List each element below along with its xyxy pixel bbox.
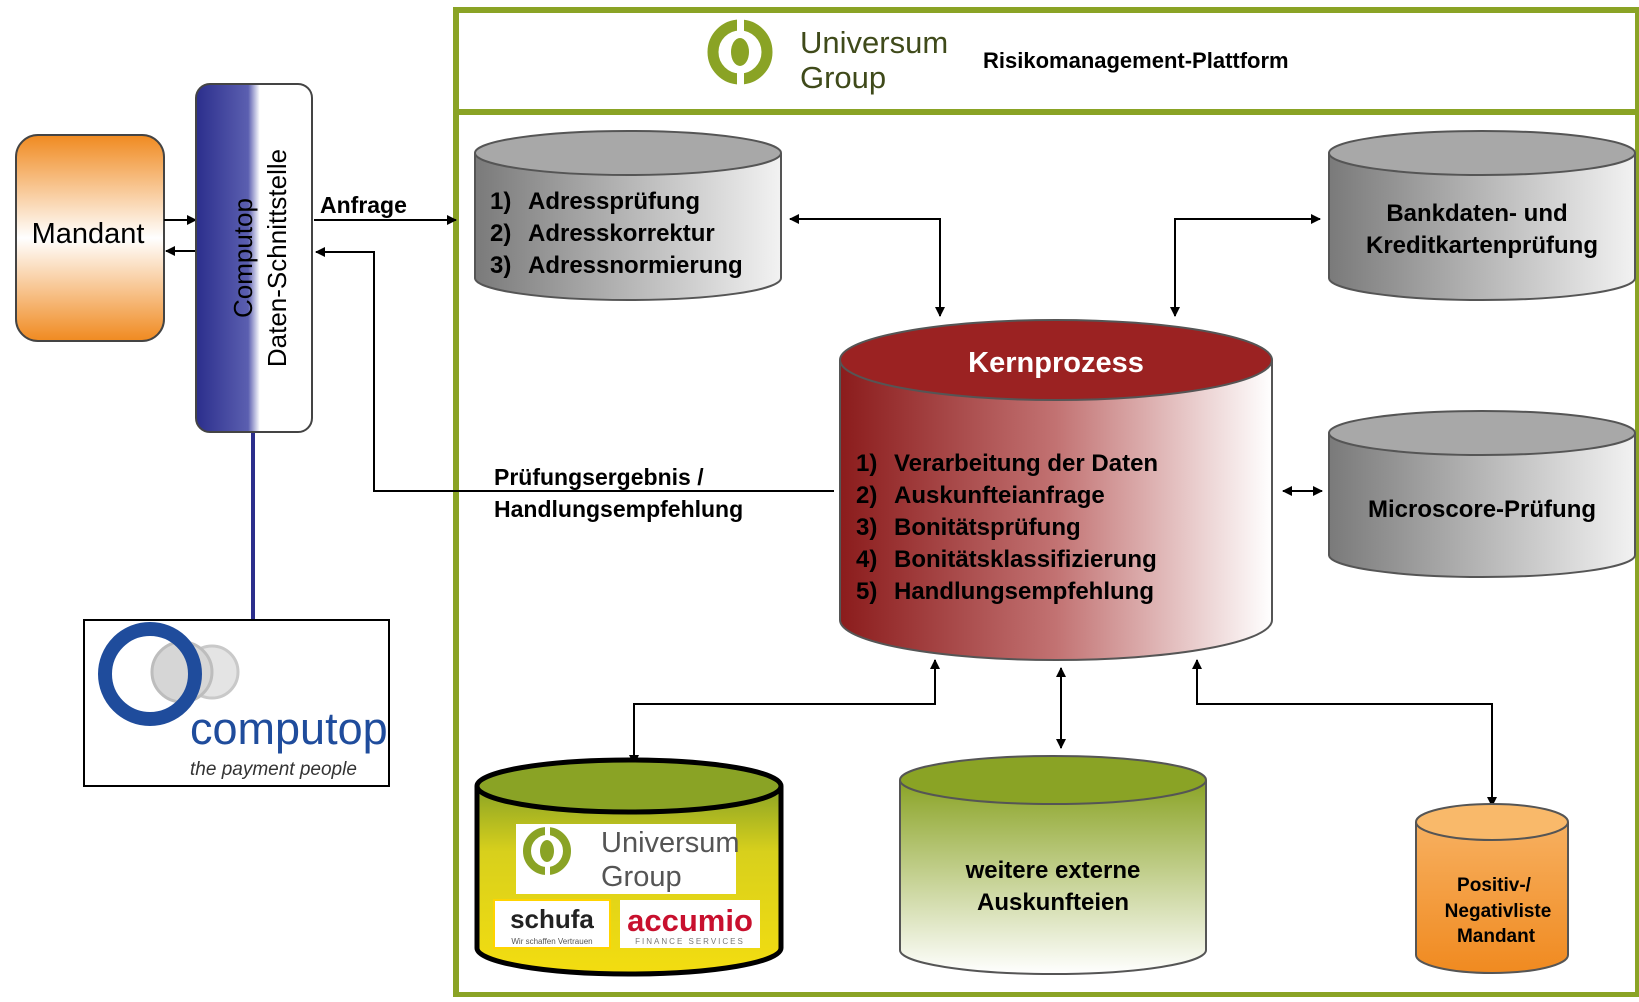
list-label-line2: Negativliste — [1445, 901, 1552, 922]
core-step-3: Bonitätsprüfung — [894, 514, 1081, 541]
schufa-logo-box — [493, 899, 611, 949]
address-item-2-number: 2) — [490, 220, 511, 247]
external-label-line1: weitere externe — [965, 857, 1141, 884]
computop-logo-box — [83, 619, 390, 787]
bank-label-line1: Bankdaten- und — [1386, 200, 1567, 227]
bureau-universum-line2: Group — [601, 861, 682, 893]
microscore-db-cylinder — [1328, 410, 1636, 578]
core-step-2: Auskunfteianfrage — [894, 482, 1105, 509]
address-item-1: Adressprüfung — [528, 188, 700, 215]
list-label-line1: Positiv-/ — [1457, 875, 1532, 896]
bureaus-core-arrow — [629, 659, 940, 765]
core-step-4: Bonitätsklassifizierung — [894, 546, 1157, 573]
core-step-1-number: 1) — [856, 450, 877, 477]
core-title: Kernprozess — [968, 347, 1144, 379]
bureau-universum-line1: Universum — [601, 827, 740, 859]
bank-label-line2: Kreditkartenprüfung — [1366, 232, 1598, 259]
address-item-1-number: 1) — [490, 188, 511, 215]
mandant-label: Mandant — [32, 218, 145, 250]
bank-core-arrow — [1170, 214, 1321, 317]
interface-label-line2: Daten-Schnittstelle — [262, 149, 292, 367]
accumio-tagline: FINANCE SERVICES — [635, 937, 745, 946]
request-label: Anfrage — [320, 192, 407, 218]
list-label-line3: Mandant — [1457, 926, 1536, 947]
accumio-logo-box — [620, 900, 760, 948]
core-step-2-number: 2) — [856, 482, 877, 509]
accumio-wordmark: accumio — [627, 903, 753, 938]
core-step-5-number: 5) — [856, 578, 877, 605]
list-db-cylinder — [1415, 803, 1569, 974]
address-item-3: Adressnormierung — [528, 252, 743, 279]
computop-tagline: the payment people — [190, 759, 357, 780]
interface-label-line1: Computop — [228, 198, 258, 318]
list-core-arrow — [1192, 659, 1497, 807]
result-arrow — [315, 247, 834, 492]
core-step-4-number: 4) — [856, 546, 877, 573]
platform-frame — [453, 7, 1639, 998]
core-step-1: Verarbeitung der Daten — [894, 450, 1158, 477]
schufa-tagline: Wir schaffen Vertrauen — [511, 937, 592, 946]
core-steps: 1) Verarbeitung der Daten 2) Auskunfteia… — [856, 450, 1158, 605]
bureau-universum-icon — [523, 826, 571, 878]
universum-logo-icon — [707, 18, 773, 88]
address-item-2: Adresskorrektur — [528, 220, 715, 247]
core-step-5: Handlungsempfehlung — [894, 578, 1154, 605]
address-item-3-number: 3) — [490, 252, 511, 279]
result-label-line2: Handlungsempfehlung — [494, 496, 743, 522]
result-label-line1: Prüfungsergebnis / — [494, 464, 704, 490]
core-process-cylinder — [839, 319, 1273, 661]
computop-wordmark: computop — [190, 703, 388, 754]
core-step-3-number: 3) — [856, 514, 877, 541]
address-core-arrow — [789, 214, 945, 317]
bank-db-cylinder — [1328, 130, 1636, 301]
microscore-label: Microscore-Prüfung — [1368, 496, 1596, 523]
header-brand-line2: Group — [800, 60, 886, 95]
external-label-line2: Auskunfteien — [977, 889, 1129, 916]
external-db-cylinder — [899, 755, 1207, 975]
computop-logo-icon — [98, 622, 240, 726]
address-db-cylinder — [474, 130, 782, 301]
header-brand-line1: Universum — [800, 25, 948, 60]
mandant-box — [15, 134, 165, 342]
schufa-wordmark: schufa — [510, 904, 594, 934]
platform-title: Risikomanagement-Plattform — [983, 48, 1289, 73]
computop-interface-box — [195, 83, 313, 433]
